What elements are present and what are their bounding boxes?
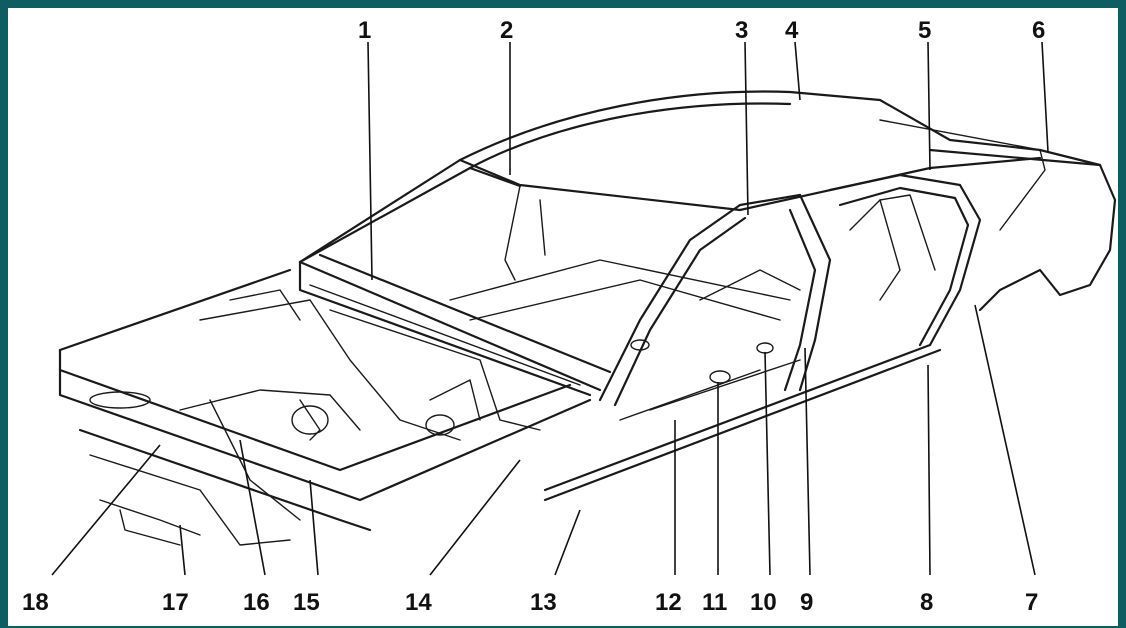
callout-6: 6 [1032,17,1045,44]
car-body-shell [58,90,1117,546]
callout-9: 9 [800,589,813,616]
callout-17: 17 [162,589,189,616]
diagram-panel [8,8,1118,626]
callout-3: 3 [735,17,748,44]
callout-14: 14 [405,589,432,616]
callout-1: 1 [358,17,371,44]
leader-lines [51,41,1049,576]
callout-5: 5 [918,17,931,44]
callout-2: 2 [500,17,513,44]
callout-11: 11 [702,589,727,616]
callout-13: 13 [530,589,557,616]
callout-4: 4 [785,17,799,44]
callout-18: 18 [22,589,49,616]
callout-7: 7 [1025,589,1038,616]
callout-15: 15 [293,589,320,616]
callout-12: 12 [655,589,682,616]
callout-10: 10 [750,589,777,616]
callout-labels: 1 2 3 4 5 6 7 8 9 10 11 12 13 14 15 16 1… [22,17,1045,616]
callout-8: 8 [920,589,933,616]
callout-16: 16 [243,589,270,616]
